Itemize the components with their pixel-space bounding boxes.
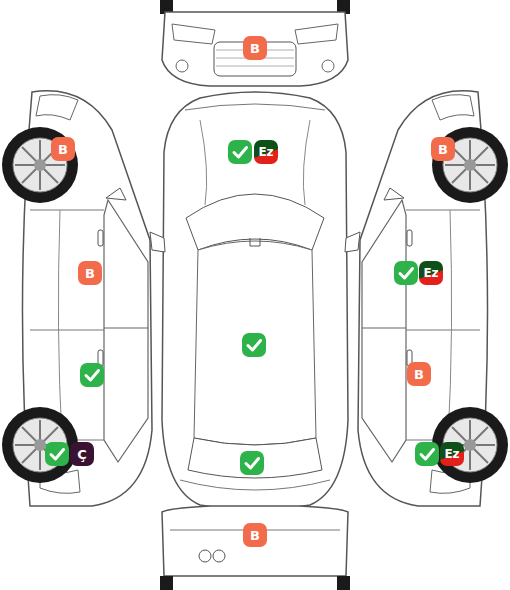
damage-badge: Ç [70, 442, 94, 466]
badge-letter: B [85, 267, 95, 280]
badge-letter: Ez [423, 267, 438, 279]
damage-badge: B [78, 261, 102, 285]
damage-badge: B [243, 523, 267, 547]
damage-badge: B [243, 36, 267, 60]
badge-letter: B [414, 368, 424, 381]
badge-letter: B [250, 42, 260, 55]
damage-badge: Ez [254, 140, 278, 164]
badge-letter: Ez [258, 146, 273, 158]
damage-badge: B [431, 137, 455, 161]
badge-letter: B [58, 143, 68, 156]
badge-letter: B [250, 529, 260, 542]
badge-letter: B [438, 143, 448, 156]
badge-letter: Ç [77, 448, 87, 461]
badge-letter: Ez [444, 448, 459, 460]
damage-badge: Ez [419, 261, 443, 285]
damage-badge: B [407, 362, 431, 386]
damage-badge: Ez [440, 442, 464, 466]
damage-badge: B [51, 137, 75, 161]
